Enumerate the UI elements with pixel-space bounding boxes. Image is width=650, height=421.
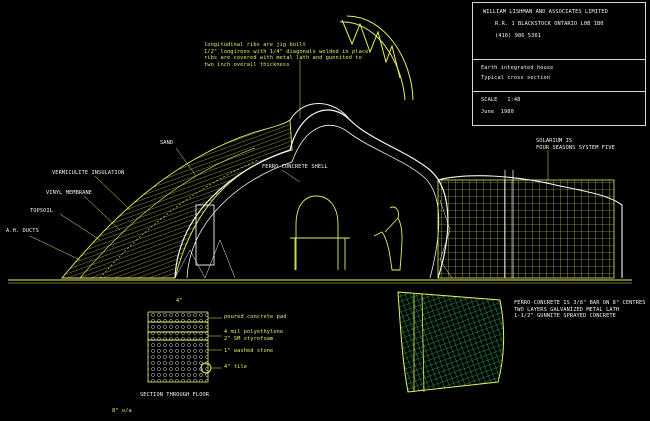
- solarium: [437, 170, 623, 279]
- ribs-note: longitudinal ribs are jig built 1/2" lon…: [204, 42, 369, 68]
- leader-lines: [29, 60, 549, 261]
- arch-rib-detail: [339, 15, 414, 101]
- company-phone: (416) 986 5361: [495, 33, 542, 39]
- scale-label: SCALE 1:48: [481, 97, 521, 103]
- company-name: WILLIAM LISHMAN AND ASSOCIATES LIMITED: [483, 9, 608, 15]
- ferro-cement-detail: [397, 291, 505, 393]
- company-address: R.R. 1 BLACKSTOCK ONTARIO L0B 1B0: [495, 21, 604, 27]
- floor-width-dim: 8" o/a: [112, 408, 132, 414]
- floor-caption: SECTION THROUGH FLOOR: [140, 392, 210, 398]
- floor-dim-label: 4": [176, 298, 183, 304]
- sand-label: SAND: [160, 140, 174, 146]
- earth-berm: [61, 119, 293, 279]
- title-block: WILLIAM LISHMAN AND ASSOCIATES LIMITED R…: [472, 2, 646, 126]
- membrane-label: VINYL MEMBRANE: [46, 190, 93, 196]
- vermiculite-label: VERMICULITE INSULATION: [52, 170, 125, 176]
- stone-label: 1" washed stone: [224, 348, 274, 354]
- ferro-concrete-note: FERRO-CONCRETE IS 3/8" BAR ON 8" CENTRES…: [514, 300, 646, 320]
- ground-line: [8, 279, 632, 284]
- interior: [195, 195, 403, 271]
- topsoil-label: TOPSOIL: [30, 208, 54, 214]
- pad-label: poured concrete pad: [224, 314, 287, 320]
- solarium-label: SOLARIUM IS FOUR SEASONS SYSTEM FIVE: [536, 138, 615, 151]
- poly-label: 4 mil polyethylene 2" SM styrofoam: [224, 329, 284, 342]
- project-subtitle: Typical cross section: [481, 75, 551, 81]
- date-label: June 1980: [481, 109, 514, 115]
- project-title: Earth integrated house: [481, 65, 554, 71]
- rib-lattice: [174, 199, 453, 279]
- ducts-label: A.H. DUCTS: [6, 228, 39, 234]
- tile-label: 4" tile: [224, 364, 248, 370]
- shell-label: FERRO CONCRETE SHELL: [262, 164, 328, 170]
- floor-section-detail: [147, 311, 222, 383]
